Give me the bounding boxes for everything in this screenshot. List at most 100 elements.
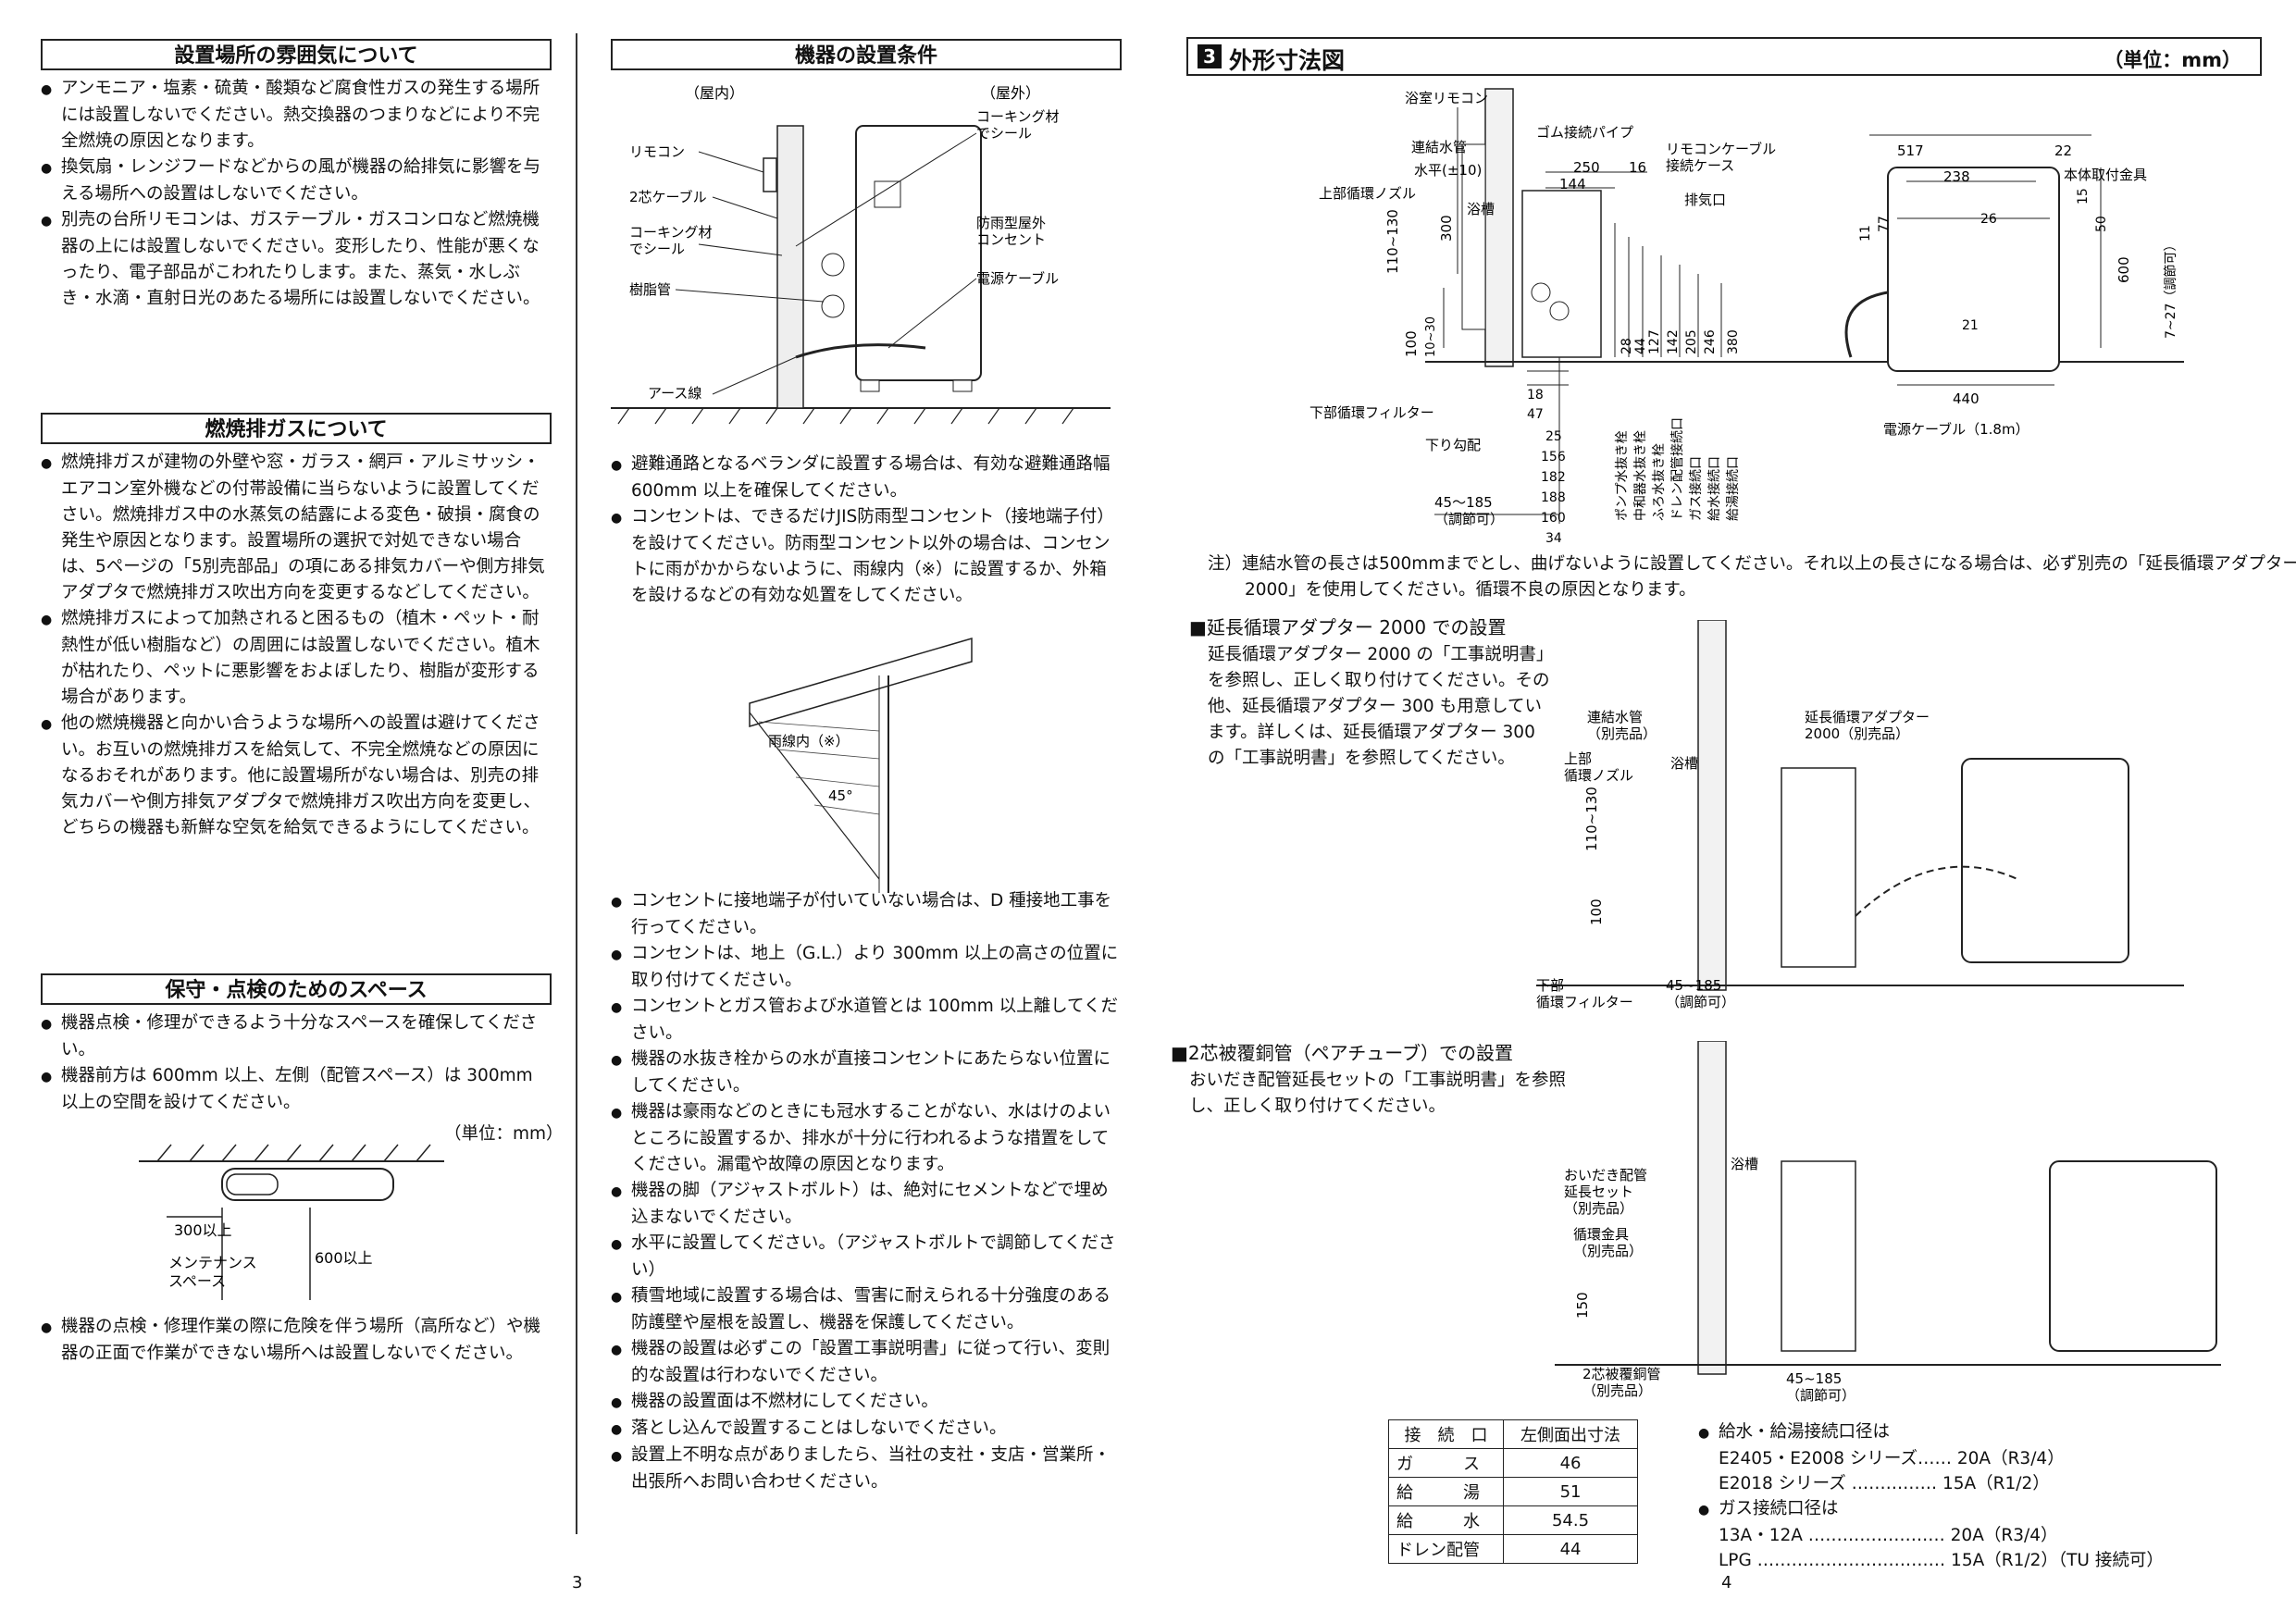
- svg-text:100: 100: [1403, 330, 1420, 357]
- svg-text:517: 517: [1897, 142, 1924, 159]
- svg-text:144: 144: [1559, 176, 1586, 192]
- svg-text:防雨型屋外: 防雨型屋外: [976, 215, 1046, 231]
- svg-text:26: 26: [1980, 212, 1997, 227]
- svg-text:浴槽: 浴槽: [1731, 1156, 1758, 1172]
- svg-text:電源ケーブル: 電源ケーブル: [976, 270, 1059, 287]
- space-unit: （単位：mm）: [444, 1124, 564, 1144]
- svg-text:浴室リモコン: 浴室リモコン: [1405, 90, 1488, 106]
- svg-text:440: 440: [1953, 390, 1980, 407]
- svg-text:（調節可）: （調節可）: [1434, 511, 1504, 527]
- label-maintenance-2: スペース: [168, 1272, 226, 1290]
- svg-text:380: 380: [1726, 329, 1741, 354]
- page-number-left: 3: [572, 1573, 583, 1592]
- svg-text:18: 18: [1527, 388, 1544, 403]
- svg-text:16: 16: [1629, 159, 1646, 176]
- list-item: アンモニア・塩素・硫黄・酸類など腐食性ガスの発生する場所には設置しないでください…: [41, 76, 552, 155]
- svg-text:2000（別売品）: 2000（別売品）: [1805, 725, 1909, 742]
- svg-text:ガス接続口: ガス接続口: [1688, 456, 1704, 521]
- list-item: 別売の台所リモコンは、ガステーブル・ガスコンロなど燃焼機器の上には設置しないでく…: [41, 207, 552, 312]
- table-cell: 54.5: [1503, 1505, 1638, 1535]
- svg-text:600: 600: [2116, 256, 2132, 283]
- svg-text:（別売品）: （別売品）: [1582, 1382, 1652, 1399]
- table-cell: ガ ス: [1387, 1448, 1505, 1478]
- table-cell: 44: [1503, 1534, 1638, 1564]
- svg-text:45°: 45°: [828, 787, 853, 804]
- table-row: ガ ス 46: [1387, 1448, 1638, 1478]
- table-row: 給 水 54.5: [1387, 1505, 1638, 1535]
- list-item: 機器は豪雨などのときにも冠水することがない、水はけのよいところに設置するか、排水…: [611, 1099, 1122, 1178]
- list-item: コンセントは、地上（G.L.）より 300mm 以上の高さの位置に取り付けてくだ…: [611, 941, 1122, 994]
- svg-text:連結水管: 連結水管: [1411, 139, 1467, 155]
- table-header: 接 続 口: [1387, 1419, 1505, 1449]
- conditions-list-b: コンセントに接地端子が付いていない場合は、D 種接地工事を行ってください。 コン…: [611, 888, 1122, 1495]
- svg-text:2芯被覆銅管: 2芯被覆銅管: [1582, 1366, 1661, 1382]
- ext-heading: ■延長循環アダプター 2000 での設置: [1189, 616, 1507, 638]
- svg-text:44: 44: [1633, 338, 1648, 354]
- svg-text:45～185: 45～185: [1434, 494, 1493, 511]
- list-item: コンセントに接地端子が付いていない場合は、D 種接地工事を行ってください。: [611, 888, 1122, 941]
- list-item: 水平に設置してください。（アジャストボルトで調節してください）: [611, 1231, 1122, 1283]
- svg-text:中和器水抜き栓: 中和器水抜き栓: [1633, 430, 1648, 521]
- spec-gas-2: LPG …………………………… 15A（R1/2）（TU 接続可）: [1719, 1551, 2164, 1570]
- svg-text:排気口: 排気口: [1684, 192, 1726, 208]
- list-item: 落とし込んで設置することはしないでください。: [611, 1416, 1122, 1443]
- svg-text:連結水管: 連結水管: [1587, 709, 1643, 725]
- svg-text:15: 15: [2076, 188, 2091, 204]
- label-300: 300以上: [174, 1221, 232, 1239]
- svg-text:（別売品）: （別売品）: [1564, 1200, 1633, 1217]
- svg-text:11: 11: [1858, 225, 1873, 242]
- section-title-conditions: 機器の設置条件: [611, 39, 1122, 70]
- list-item: 積雪地域に設置する場合は、雪害に耐えられる十分強度のある防護壁や屋根を設置し、機…: [611, 1283, 1122, 1336]
- svg-text:（屋外）: （屋外）: [981, 84, 1040, 102]
- svg-text:上部: 上部: [1564, 750, 1592, 767]
- svg-text:34: 34: [1545, 531, 1562, 546]
- svg-text:コンセント: コンセント: [976, 231, 1046, 248]
- table-header: 左側面出寸法: [1503, 1419, 1638, 1449]
- space-list: 機器点検・修理ができるよう十分なスペースを確保してください。 機器前方は 600…: [41, 1010, 552, 1116]
- pair-body: おいだき配管延長セットの「工事説明書」を参照し、正しく取り付けてください。: [1189, 1071, 1567, 1116]
- svg-text:（調節可）: （調節可）: [1786, 1387, 1855, 1404]
- specs: 給水・給湯接続口径は E2405・E2008 シリーズ…… 20A（R3/4） …: [1698, 1419, 2253, 1573]
- table-cell: 51: [1503, 1477, 1638, 1506]
- dimension-section-header: 3 外形寸法図 （単位：mm）: [1186, 37, 2262, 76]
- svg-text:アース線: アース線: [648, 385, 701, 402]
- svg-text:循環フィルター: 循環フィルター: [1536, 994, 1633, 1010]
- svg-text:（屋内）: （屋内）: [685, 84, 744, 102]
- svg-text:コーキング材: コーキング材: [629, 224, 713, 241]
- svg-text:ふろ水抜き栓: ふろ水抜き栓: [1652, 443, 1667, 521]
- atmosphere-list: アンモニア・塩素・硫黄・酸類など腐食性ガスの発生する場所には設置しないでください…: [41, 76, 552, 312]
- svg-text:上部循環ノズル: 上部循環ノズル: [1319, 185, 1416, 202]
- spec-water-2: E2018 シリーズ …………… 15A（R1/2）: [1719, 1474, 2050, 1493]
- svg-text:コーキング材: コーキング材: [976, 108, 1060, 125]
- svg-text:下部: 下部: [1536, 977, 1564, 994]
- svg-text:ポンプ水抜き栓: ポンプ水抜き栓: [1615, 430, 1630, 521]
- list-item: コンセントとガス管および水道管とは 100mm 以上離してください。: [611, 994, 1122, 1047]
- table-cell: 給 水: [1387, 1505, 1505, 1535]
- svg-text:50: 50: [2094, 216, 2109, 232]
- svg-text:循環ノズル: 循環ノズル: [1564, 767, 1633, 784]
- svg-text:7~27（調節可）: 7~27（調節可）: [2163, 239, 2178, 339]
- list-item: 機器の点検・修理作業の際に危険を伴う場所（高所など）や機器の正面で作業ができない…: [41, 1314, 552, 1367]
- extension-adapter-diagram: 連結水管 （別売品） 上部 循環ノズル 浴槽 延長循環アダプター 2000（別売…: [1536, 620, 2184, 1010]
- svg-text:150: 150: [1574, 1292, 1591, 1319]
- svg-text:リモコン: リモコン: [629, 143, 685, 160]
- list-item: 機器の脚（アジャストボルト）は、絶対にセメントなどで埋め込まないでください。: [611, 1178, 1122, 1231]
- list-item: 機器点検・修理ができるよう十分なスペースを確保してください。: [41, 1010, 552, 1063]
- conditions-list-a: 避難通路となるベランダに設置する場合は、有効な避難通路幅 600mm 以上を確保…: [611, 452, 1122, 609]
- list-item: 機器の設置は必ずこの「設置工事説明書」に従って行い、変則的な設置は行わないでくだ…: [611, 1336, 1122, 1389]
- installation-diagram: （屋内） （屋外） リモコン 2芯ケーブル コーキング材 でシール 樹脂管 アー…: [611, 84, 1111, 425]
- svg-text:45~185: 45~185: [1666, 977, 1721, 994]
- svg-text:110~130: 110~130: [1384, 209, 1401, 274]
- list-item: 機器の設置面は不燃材にしてください。: [611, 1389, 1122, 1416]
- spec-gas-1: 13A・12A …………………… 20A（R3/4）: [1719, 1526, 2058, 1545]
- svg-text:142: 142: [1666, 329, 1681, 354]
- exhaust-list: 燃焼排ガスが建物の外壁や窓・ガラス・網戸・アルミサッシ・エアコン室外機などの付帯…: [41, 450, 552, 841]
- svg-text:下部循環フィルター: 下部循環フィルター: [1309, 404, 1434, 421]
- list-item: 設置上不明な点がありましたら、当社の支社・支店・営業所・出張所へお問い合わせくだ…: [611, 1443, 1122, 1495]
- svg-text:でシール: でシール: [976, 125, 1032, 142]
- list-item: 燃焼排ガスによって加熱されると困るもの（植木・ペット・耐熱性が低い樹脂など）の周…: [41, 606, 552, 711]
- svg-text:21: 21: [1962, 318, 1979, 333]
- svg-text:給湯接続口: 給湯接続口: [1725, 456, 1741, 521]
- svg-text:延長セット: 延長セット: [1564, 1183, 1633, 1200]
- svg-text:2芯ケーブル: 2芯ケーブル: [629, 189, 707, 205]
